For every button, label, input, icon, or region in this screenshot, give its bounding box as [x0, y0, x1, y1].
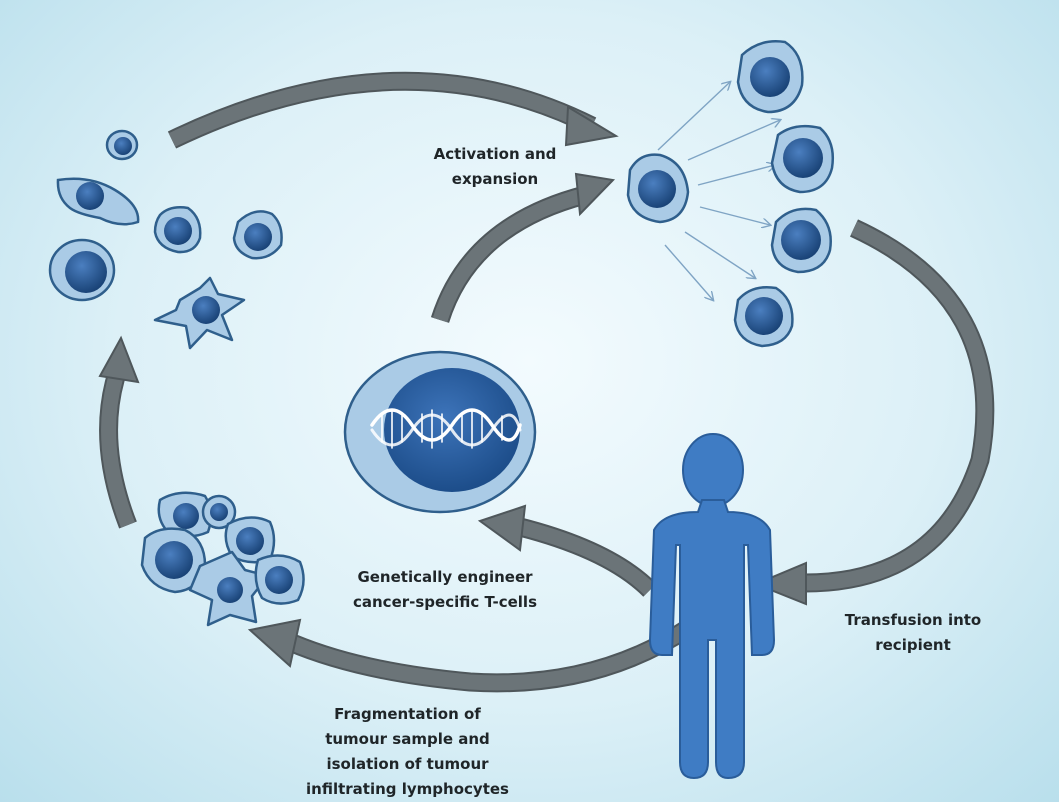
t-cell	[153, 206, 202, 254]
tumour-cell	[201, 494, 237, 530]
arrow-right-arc	[753, 219, 995, 606]
expansion-arrow	[699, 206, 770, 225]
label-line: tumour sample and	[325, 730, 490, 748]
label-line: isolation of tumour	[326, 755, 489, 773]
label-genetically-engineer: Genetically engineer cancer-specific T-c…	[325, 565, 565, 615]
t-cell	[48, 238, 116, 302]
arrow-top-arc	[167, 71, 619, 149]
label-transfusion: Transfusion into recipient	[828, 608, 998, 658]
isolated-cells	[48, 129, 283, 350]
label-line: expansion	[451, 170, 539, 188]
label-line: infiltrating lymphocytes	[306, 780, 509, 798]
t-cell	[232, 210, 283, 260]
expanded-t-cell	[736, 40, 804, 114]
tumour-cell	[254, 554, 305, 605]
t-cell	[56, 177, 140, 226]
t-cell	[105, 129, 139, 161]
expanded-cells	[733, 40, 834, 348]
arrow-inner-up	[430, 172, 616, 323]
label-fragmentation: Fragmentation of tumour sample and isola…	[285, 702, 530, 802]
dna-helix-icon	[370, 408, 522, 449]
label-line: Genetically engineer	[357, 568, 533, 586]
expansion-arrow	[657, 82, 730, 151]
expansion-arrows	[657, 82, 780, 300]
label-line: Transfusion into	[844, 611, 982, 629]
arrow-inner-left	[477, 504, 657, 597]
t-cell	[153, 276, 246, 350]
recipient-person-icon	[648, 433, 776, 780]
tumour-cell	[157, 491, 213, 538]
cycle-arrows	[98, 71, 995, 693]
expansion-arrow	[687, 120, 780, 161]
activated-t-cell	[626, 153, 690, 224]
arrow-bottom-arc	[247, 614, 703, 693]
expanded-t-cell	[733, 286, 794, 348]
expanded-t-cell	[770, 207, 832, 274]
arrow-left-arc	[98, 335, 140, 529]
label-activation-expansion: Activation and expansion	[420, 142, 570, 192]
engineered-t-cell	[343, 350, 537, 514]
label-line: cancer-specific T-cells	[352, 593, 537, 611]
tumour-sample-cluster	[140, 491, 305, 627]
expansion-arrow	[684, 231, 755, 278]
expansion-arrow	[697, 165, 775, 186]
expansion-arrow	[664, 244, 713, 300]
label-line: Activation and	[433, 145, 557, 163]
tumour-cell	[140, 527, 207, 594]
label-line: recipient	[875, 636, 951, 654]
tumour-cell	[188, 550, 270, 627]
expanded-t-cell	[770, 124, 834, 194]
label-line: Fragmentation of	[334, 705, 481, 723]
